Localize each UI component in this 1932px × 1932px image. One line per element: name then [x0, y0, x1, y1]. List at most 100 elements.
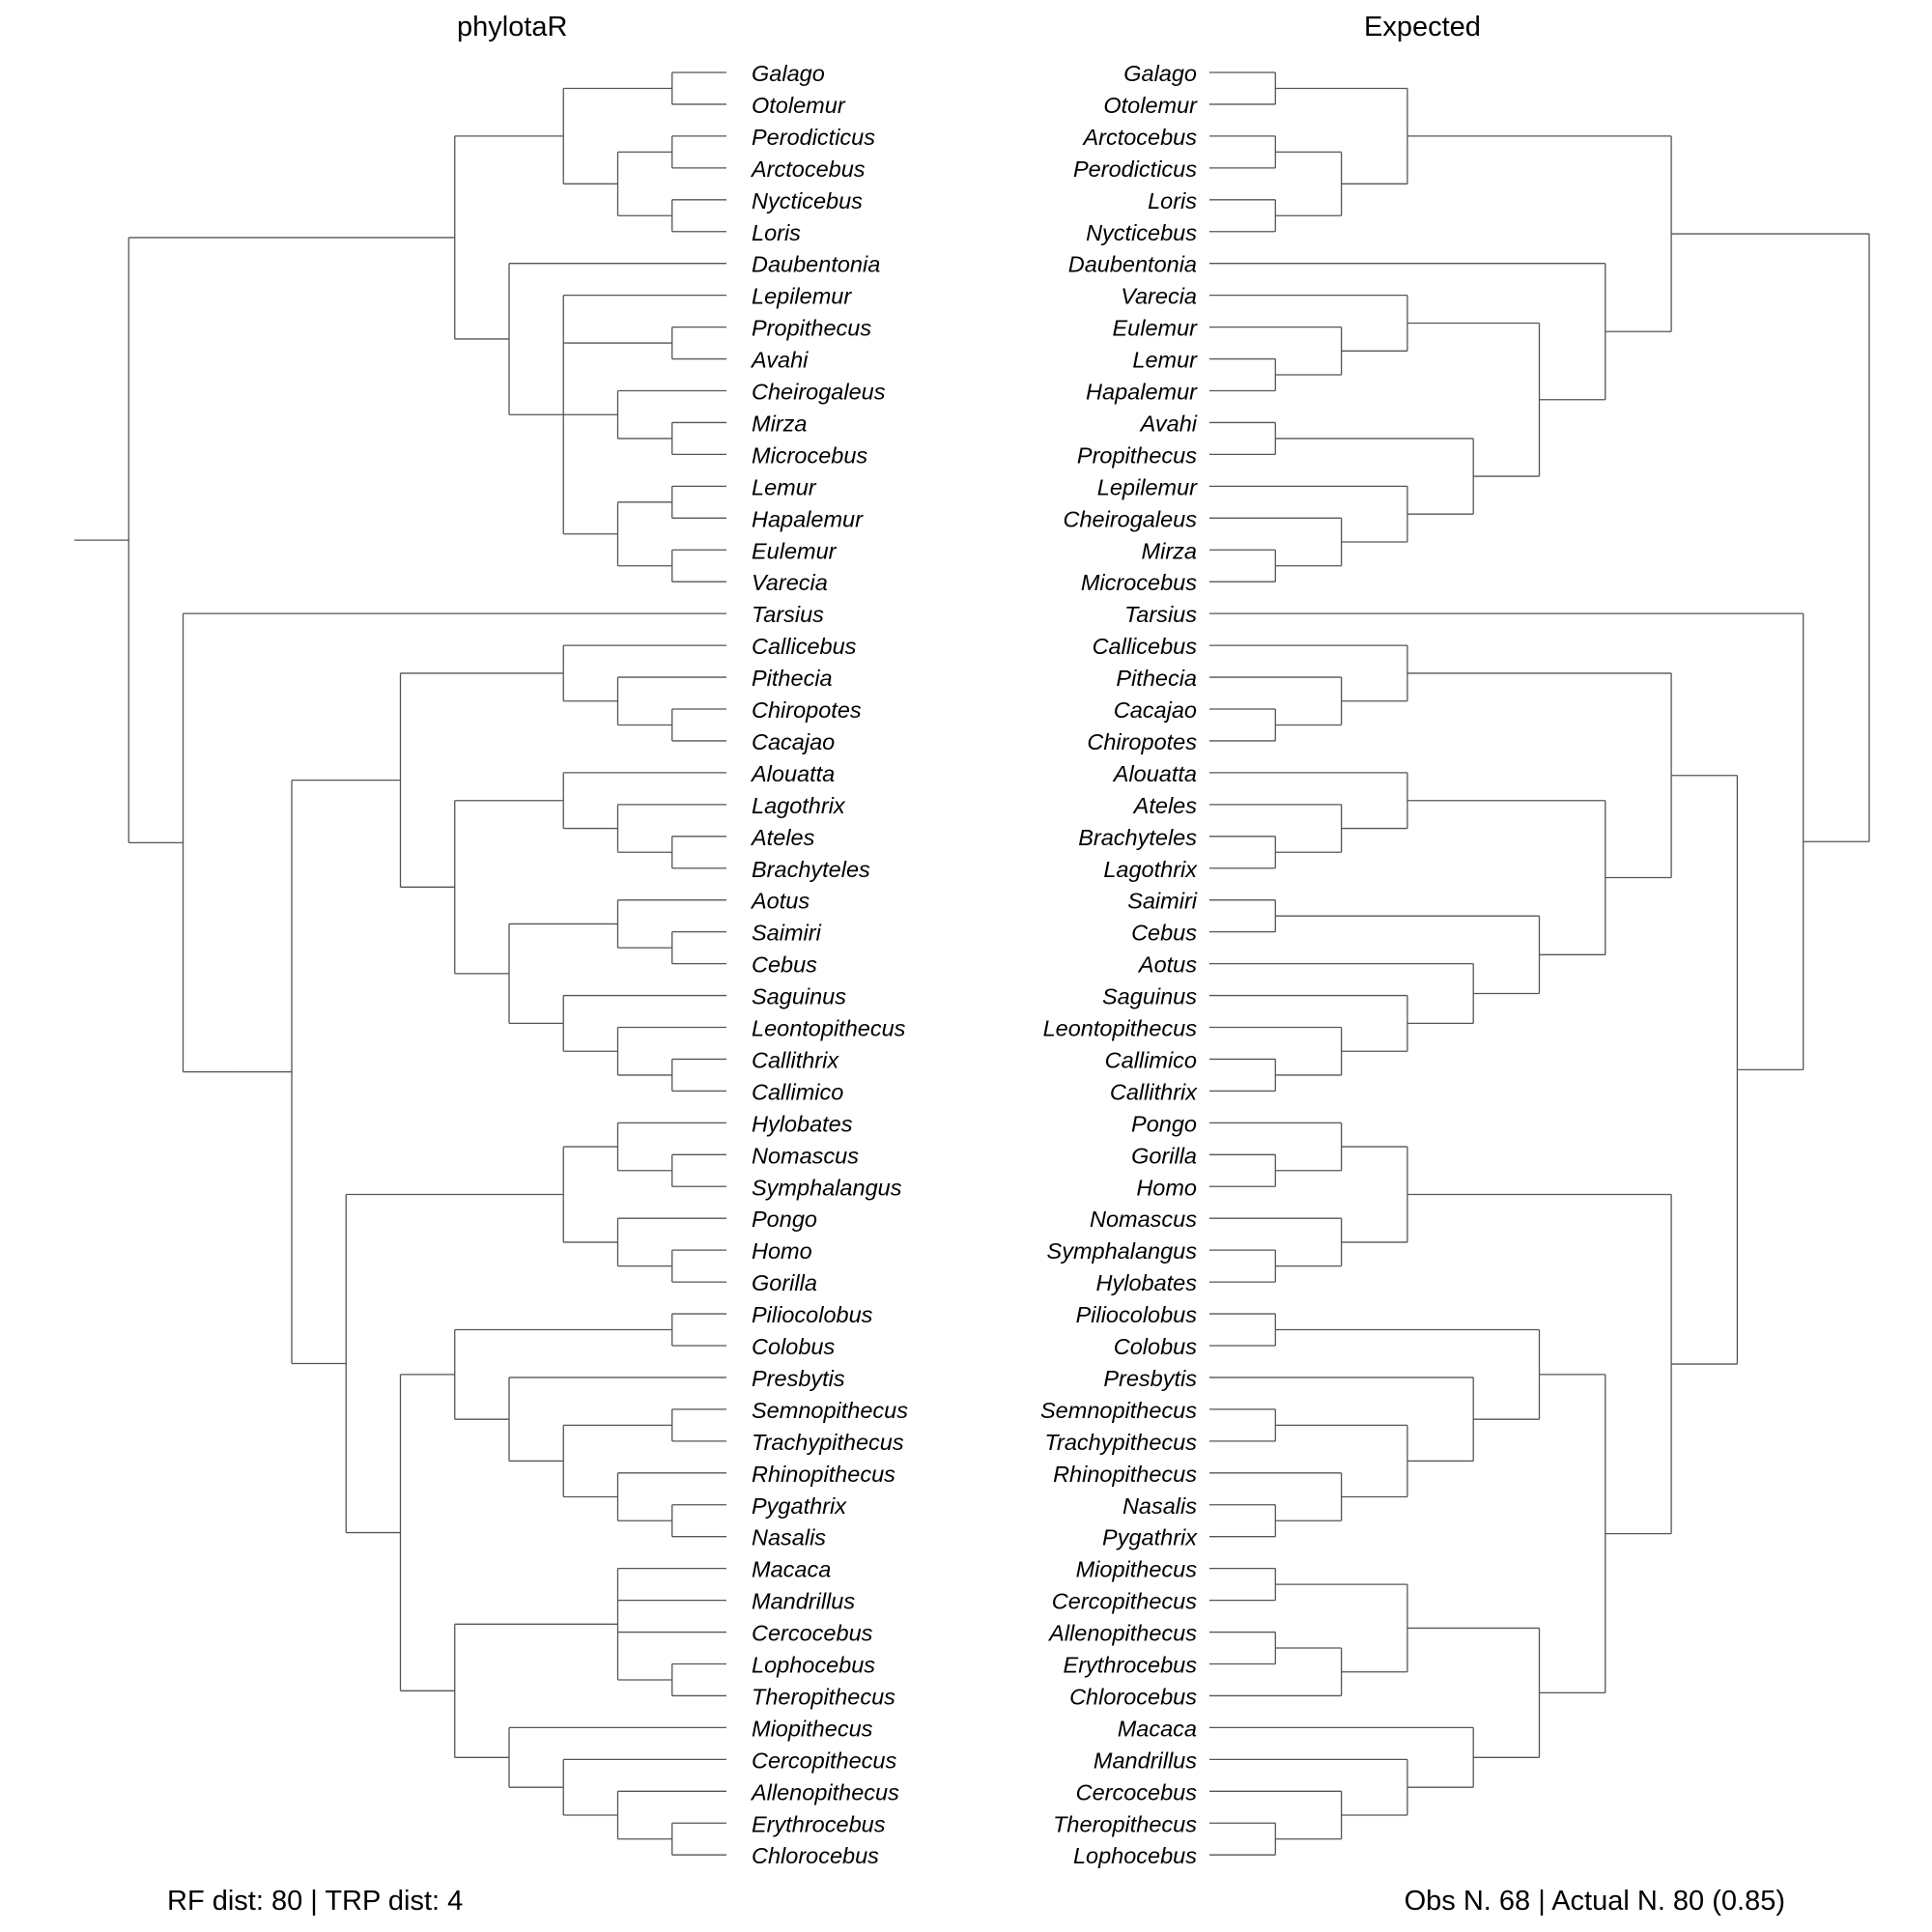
- right-tip-label: Daubentonia: [1068, 252, 1197, 277]
- right-tip-label: Callithrix: [1110, 1079, 1198, 1104]
- right-tip-label: Arctocebus: [1081, 125, 1197, 150]
- right-tip-label: Mirza: [1142, 538, 1197, 563]
- right-tree-branches: [1209, 71, 1870, 1856]
- left-tip-label: Erythrocebus: [752, 1811, 886, 1836]
- left-tip-label: Saimiri: [752, 921, 822, 946]
- right-tip-label: Presbytis: [1103, 1366, 1197, 1391]
- right-tip-label: Nasalis: [1122, 1493, 1197, 1519]
- right-tip-label: Semnopithecus: [1040, 1398, 1197, 1423]
- right-tip-label: Homo: [1136, 1175, 1197, 1200]
- left-tip-label: Lophocebus: [752, 1653, 875, 1678]
- right-tree-tip-labels: GalagoOtolemurArctocebusPerodicticusLori…: [1040, 61, 1198, 1868]
- right-tip-label: Perodicticus: [1073, 156, 1197, 182]
- right-tip-label: Miopithecus: [1076, 1557, 1198, 1582]
- left-tip-label: Perodicticus: [752, 125, 875, 150]
- left-tip-label: Cacajao: [752, 729, 835, 754]
- right-tip-label: Macaca: [1118, 1716, 1197, 1741]
- right-tip-label: Callicebus: [1093, 634, 1198, 659]
- right-tip-label: Varecia: [1121, 284, 1197, 309]
- left-tip-label: Tarsius: [752, 602, 824, 627]
- left-tip-label: Microcebus: [752, 442, 867, 468]
- left-tip-label: Alouatta: [750, 761, 835, 786]
- right-tip-label: Callimico: [1105, 1047, 1197, 1072]
- right-tip-label: Cheirogaleus: [1064, 506, 1198, 531]
- left-tree-tip-labels: GalagoOtolemurPerodicticusArctocebusNyct…: [750, 61, 908, 1868]
- left-tip-label: Macaca: [752, 1557, 831, 1582]
- right-tip-label: Ateles: [1132, 793, 1198, 818]
- right-tip-label: Nycticebus: [1086, 220, 1197, 245]
- right-tip-label: Colobus: [1114, 1334, 1197, 1359]
- left-tip-label: Ateles: [750, 825, 815, 850]
- right-tip-label: Galago: [1123, 61, 1197, 86]
- right-tip-label: Cebus: [1131, 921, 1197, 946]
- right-tip-label: Erythrocebus: [1064, 1653, 1198, 1678]
- right-tip-label: Aotus: [1137, 952, 1197, 978]
- right-tip-label: Tarsius: [1124, 602, 1197, 627]
- right-tip-label: Leontopithecus: [1043, 1016, 1198, 1041]
- left-tip-label: Presbytis: [752, 1366, 845, 1391]
- right-tip-label: Brachyteles: [1078, 825, 1197, 850]
- left-tip-label: Allenopithecus: [750, 1779, 899, 1804]
- left-tip-label: Chiropotes: [752, 697, 862, 723]
- left-tree-title: phylotaR: [457, 12, 568, 43]
- right-tip-label: Hapalemur: [1086, 380, 1198, 405]
- right-tip-label: Cercocebus: [1076, 1779, 1198, 1804]
- right-tip-label: Trachypithecus: [1044, 1430, 1197, 1455]
- left-tip-label: Miopithecus: [752, 1716, 873, 1741]
- left-tree-branches: [74, 71, 726, 1856]
- left-tip-label: Gorilla: [752, 1270, 817, 1295]
- left-tip-label: Lagothrix: [752, 793, 846, 818]
- left-tip-label: Cercopithecus: [752, 1747, 896, 1773]
- left-tip-label: Piliocolobus: [752, 1302, 873, 1327]
- left-tip-label: Rhinopithecus: [752, 1462, 895, 1487]
- left-tip-label: Callicebus: [752, 634, 857, 659]
- left-tip-label: Hapalemur: [752, 506, 864, 531]
- right-tip-label: Pygathrix: [1102, 1525, 1198, 1550]
- left-tip-label: Pongo: [752, 1207, 817, 1232]
- right-tip-label: Eulemur: [1112, 316, 1198, 341]
- left-tip-label: Callithrix: [752, 1047, 839, 1072]
- left-tip-label: Colobus: [752, 1334, 835, 1359]
- left-tip-label: Loris: [752, 220, 801, 245]
- right-tip-label: Propithecus: [1077, 442, 1197, 468]
- right-tip-label: Symphalangus: [1047, 1238, 1198, 1264]
- right-tip-label: Gorilla: [1131, 1143, 1197, 1168]
- left-tip-label: Propithecus: [752, 316, 871, 341]
- left-tip-label: Chlorocebus: [752, 1843, 879, 1868]
- right-tip-label: Hylobates: [1096, 1270, 1198, 1295]
- right-tip-label: Piliocolobus: [1076, 1302, 1198, 1327]
- right-tip-label: Microcebus: [1081, 570, 1197, 595]
- left-tip-label: Brachyteles: [752, 857, 870, 882]
- left-tip-label: Otolemur: [752, 93, 846, 118]
- right-tip-label: Cercopithecus: [1052, 1589, 1197, 1614]
- left-tip-label: Nasalis: [752, 1525, 826, 1550]
- left-tip-label: Cebus: [752, 952, 817, 978]
- right-tip-label: Otolemur: [1103, 93, 1198, 118]
- right-tip-label: Saguinus: [1102, 984, 1197, 1009]
- right-tip-label: Lemur: [1132, 348, 1198, 373]
- left-tip-label: Cheirogaleus: [752, 380, 886, 405]
- right-tip-label: Avahi: [1139, 411, 1198, 436]
- left-tip-label: Varecia: [752, 570, 828, 595]
- left-tip-label: Avahi: [750, 348, 809, 373]
- left-tip-label: Nomascus: [752, 1143, 859, 1168]
- right-tip-label: Cacajao: [1114, 697, 1197, 723]
- left-tip-label: Semnopithecus: [752, 1398, 908, 1423]
- right-tip-label: Loris: [1148, 188, 1197, 213]
- distance-summary: RF dist: 80 | TRP dist: 4: [167, 1886, 464, 1917]
- left-tip-label: Arctocebus: [750, 156, 866, 182]
- right-tip-label: Alouatta: [1112, 761, 1197, 786]
- left-tip-label: Eulemur: [752, 538, 838, 563]
- right-tip-label: Pongo: [1131, 1111, 1197, 1136]
- left-tip-label: Daubentonia: [752, 252, 880, 277]
- left-tip-label: Galago: [752, 61, 825, 86]
- left-tip-label: Mirza: [752, 411, 807, 436]
- left-tip-label: Callimico: [752, 1079, 843, 1104]
- left-tip-label: Cercocebus: [752, 1621, 873, 1646]
- left-tip-label: Hylobates: [752, 1111, 853, 1136]
- left-tip-label: Theropithecus: [752, 1684, 895, 1709]
- left-tip-label: Trachypithecus: [752, 1430, 904, 1455]
- right-tip-label: Saimiri: [1127, 889, 1198, 914]
- left-tip-label: Aotus: [750, 889, 810, 914]
